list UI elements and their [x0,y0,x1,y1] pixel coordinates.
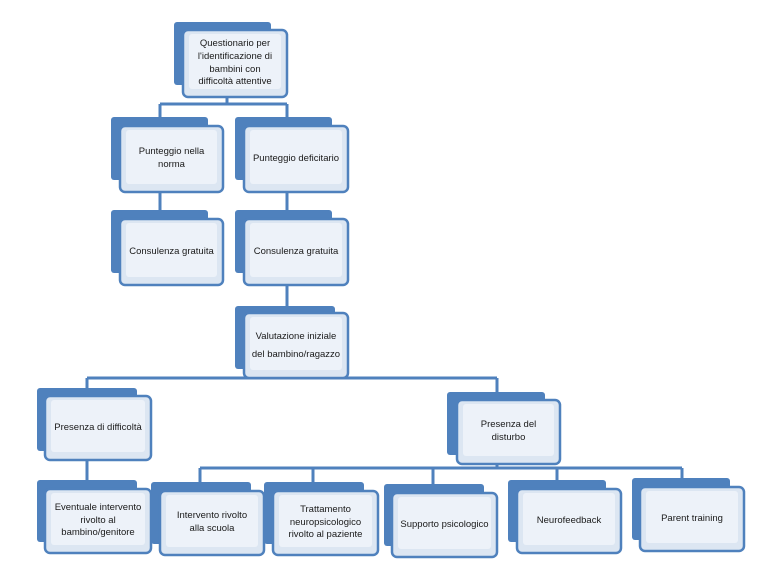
connector-root-bus [158,96,289,118]
node-presenza-difficolta-box [37,388,153,462]
node-eventuale-box [37,480,153,555]
node-intervento-scuola-box [151,482,266,557]
node-trattamento-label: Trattamento neuropsicologico rivolto al … [288,503,363,541]
node-supporto-label: Supporto psicologico [400,518,489,530]
node-presenza-disturbo-label: Presenza del disturbo [480,419,537,443]
node-punteggio-deficitario-box [235,117,350,194]
node-questionario-label: Questionario per l'identificazione di ba… [197,37,273,88]
node-eventuale-label: Eventuale intervento rivolto al bambino/… [54,501,142,539]
node-neurofeedback-box [508,480,623,555]
node-consulenza-1-label: Consulenza gratuita [129,245,214,257]
node-consulenza-2-label: Consulenza gratuita [253,245,339,257]
node-supporto-box [384,484,499,559]
connector-disturbo-bus [198,462,684,484]
node-trattamento-box [264,482,380,557]
node-punteggio-norma-label: Punteggio nella norma [138,146,205,170]
node-punteggio-deficitario-label: Punteggio deficitario [252,152,340,164]
node-parent-training-box [632,478,746,553]
node-questionario-box [174,22,289,99]
node-consulenza-1-box [111,210,225,287]
node-presenza-difficolta-label: Presenza di difficoltà [54,421,142,433]
node-punteggio-norma-box [111,117,225,194]
node-valutazione-box [235,306,350,380]
node-valutazione-label: Valutazione iniziale del bambino/ragazzo [251,331,341,360]
node-intervento-scuola-label: Intervento rivolto alla scuola [176,510,248,534]
node-presenza-disturbo-box [447,392,562,466]
node-parent-training-label: Parent training [661,512,723,524]
node-consulenza-2-box [235,210,350,287]
node-neurofeedback-label: Neurofeedback [536,514,602,526]
